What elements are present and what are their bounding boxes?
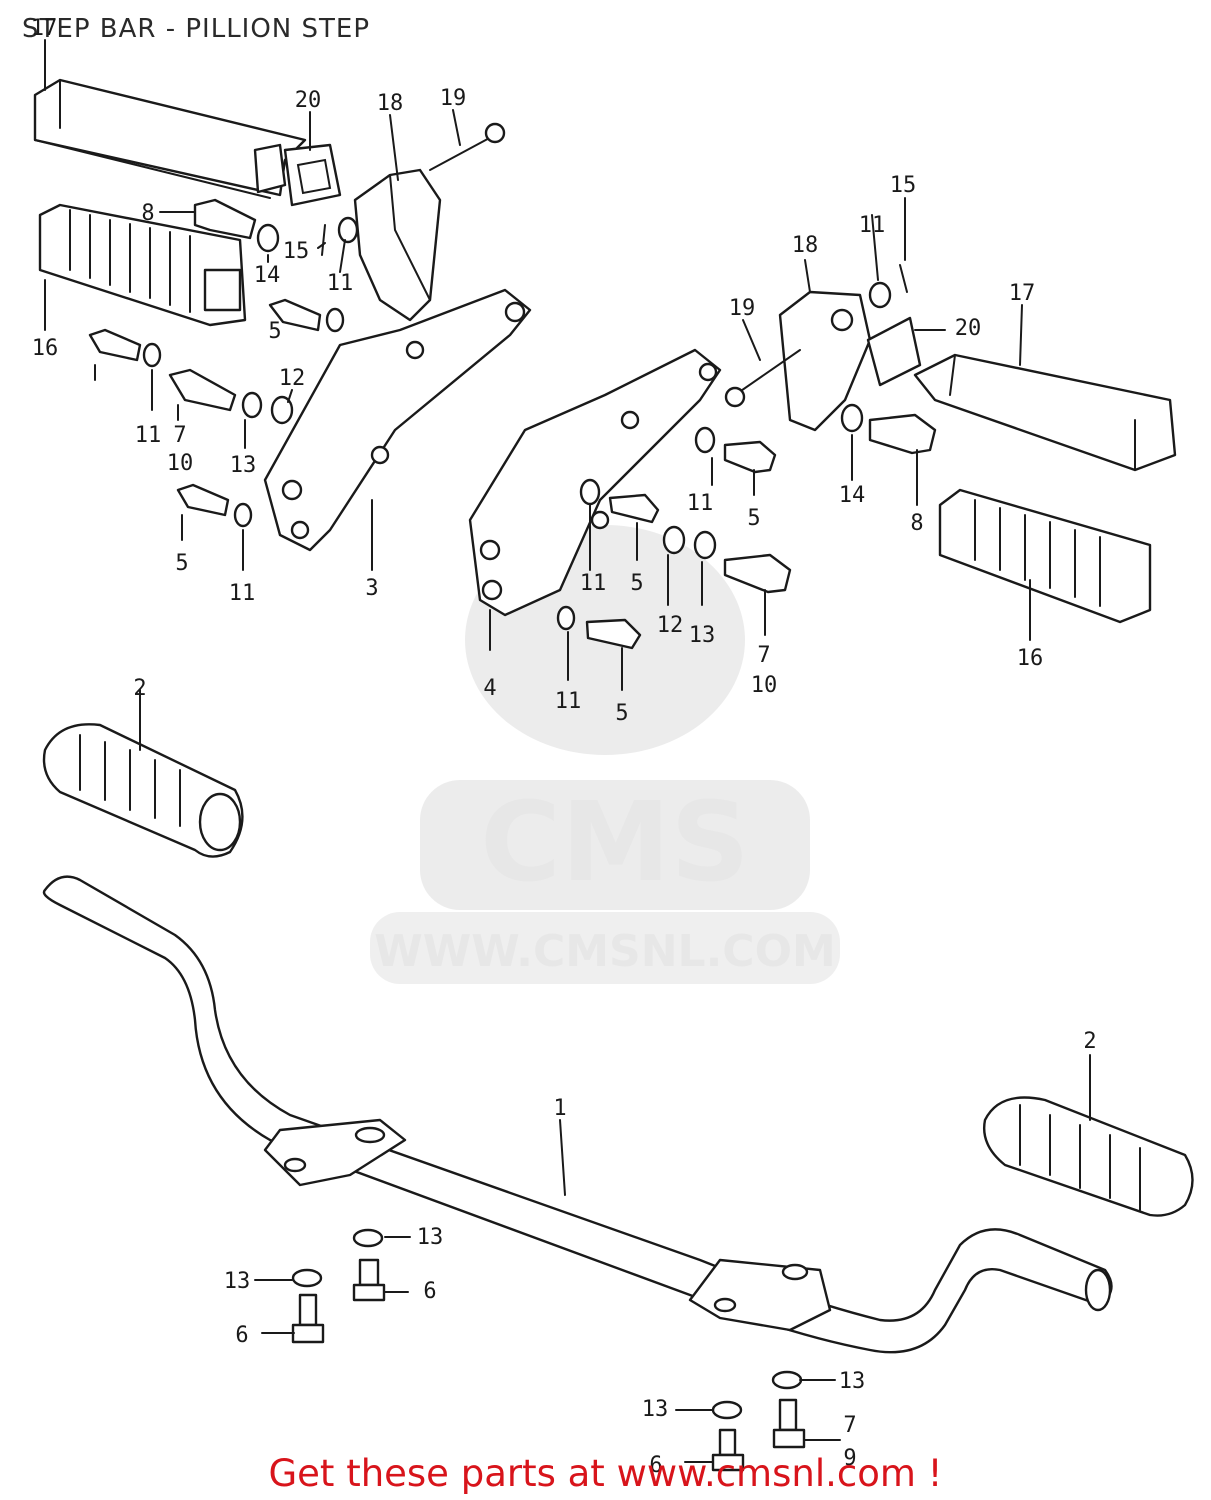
bolt-8-left (193, 198, 257, 240)
callout: 7 (173, 423, 186, 448)
callout: 17 (1009, 281, 1036, 306)
callout: 5 (615, 701, 628, 726)
callout: 5 (268, 319, 281, 344)
callout: 6 (649, 1453, 662, 1478)
callout: 11 (859, 213, 886, 238)
callout: 11 (580, 571, 607, 596)
callout: 6 (235, 1323, 248, 1348)
callout: 19 (729, 296, 756, 321)
callout: 10 (751, 673, 778, 698)
leader-lines (44, 39, 1091, 1463)
callout: 20 (955, 316, 982, 341)
step-plate-3 (263, 288, 532, 552)
step-rubber-2-left (42, 723, 244, 858)
callout: 3 (365, 576, 378, 601)
step-gasket-left (283, 143, 342, 207)
diagram-title: STEP BAR - PILLION STEP (22, 14, 371, 44)
callout: 7 (757, 643, 770, 668)
right-pillion-step-assembly (468, 264, 1177, 650)
callout: 5 (175, 551, 188, 576)
callout: 12 (657, 613, 684, 638)
callout: 11 (229, 581, 256, 606)
callout: 13 (230, 453, 257, 478)
step-bar-1 (42, 875, 1113, 1354)
callout: 2 (1083, 1029, 1096, 1054)
callout: 14 (839, 483, 866, 508)
left-pillion-step-assembly (33, 78, 532, 552)
callout: 13 (839, 1369, 866, 1394)
callout: 19 (440, 86, 467, 111)
callout: 13 (689, 623, 716, 648)
callout: 8 (910, 511, 923, 536)
callout: 15 (283, 239, 310, 264)
step-bracket-left (353, 168, 442, 322)
callout: 1 (553, 1096, 566, 1121)
step-rubber-2-right (983, 1096, 1194, 1217)
callout: 8 (141, 201, 154, 226)
callout: 11 (687, 491, 714, 516)
step-rubber-right (938, 488, 1152, 624)
bottom-fasteners (291, 1228, 806, 1472)
callout: 16 (32, 336, 59, 361)
callout: 16 (1017, 646, 1044, 671)
callout: 13 (224, 1269, 251, 1294)
callout: 2 (133, 676, 146, 701)
callout: 5 (630, 571, 643, 596)
callout: 10 (167, 451, 194, 476)
callout: 18 (792, 233, 819, 258)
step-gasket-right (866, 316, 922, 387)
callout: 13 (417, 1225, 444, 1250)
callout-labels: 17 20 18 19 8 15 14 11 16 5 11 7 10 12 1… (31, 16, 1097, 1478)
callout: 7 (843, 1413, 856, 1438)
callout: 6 (423, 1279, 436, 1304)
step-rubber-left (38, 203, 247, 327)
callout: 20 (295, 88, 322, 113)
callout: 11 (135, 423, 162, 448)
watermark-url: WWW.CMSNL.COM (374, 926, 836, 977)
footer-cta-link[interactable]: Get these parts at www.cmsnl.com ! (268, 1452, 943, 1495)
callout: 13 (642, 1397, 669, 1422)
callout: 5 (747, 506, 760, 531)
callout: 11 (327, 271, 354, 296)
callout: 17 (31, 16, 58, 41)
callout: 14 (254, 263, 281, 288)
callout: 9 (843, 1446, 856, 1471)
callout: 18 (377, 91, 404, 116)
watermark-brand: CMS (480, 778, 749, 906)
callout: 11 (555, 689, 582, 714)
callout: 15 (890, 173, 917, 198)
callout: 12 (279, 366, 306, 391)
callout: 4 (483, 676, 496, 701)
